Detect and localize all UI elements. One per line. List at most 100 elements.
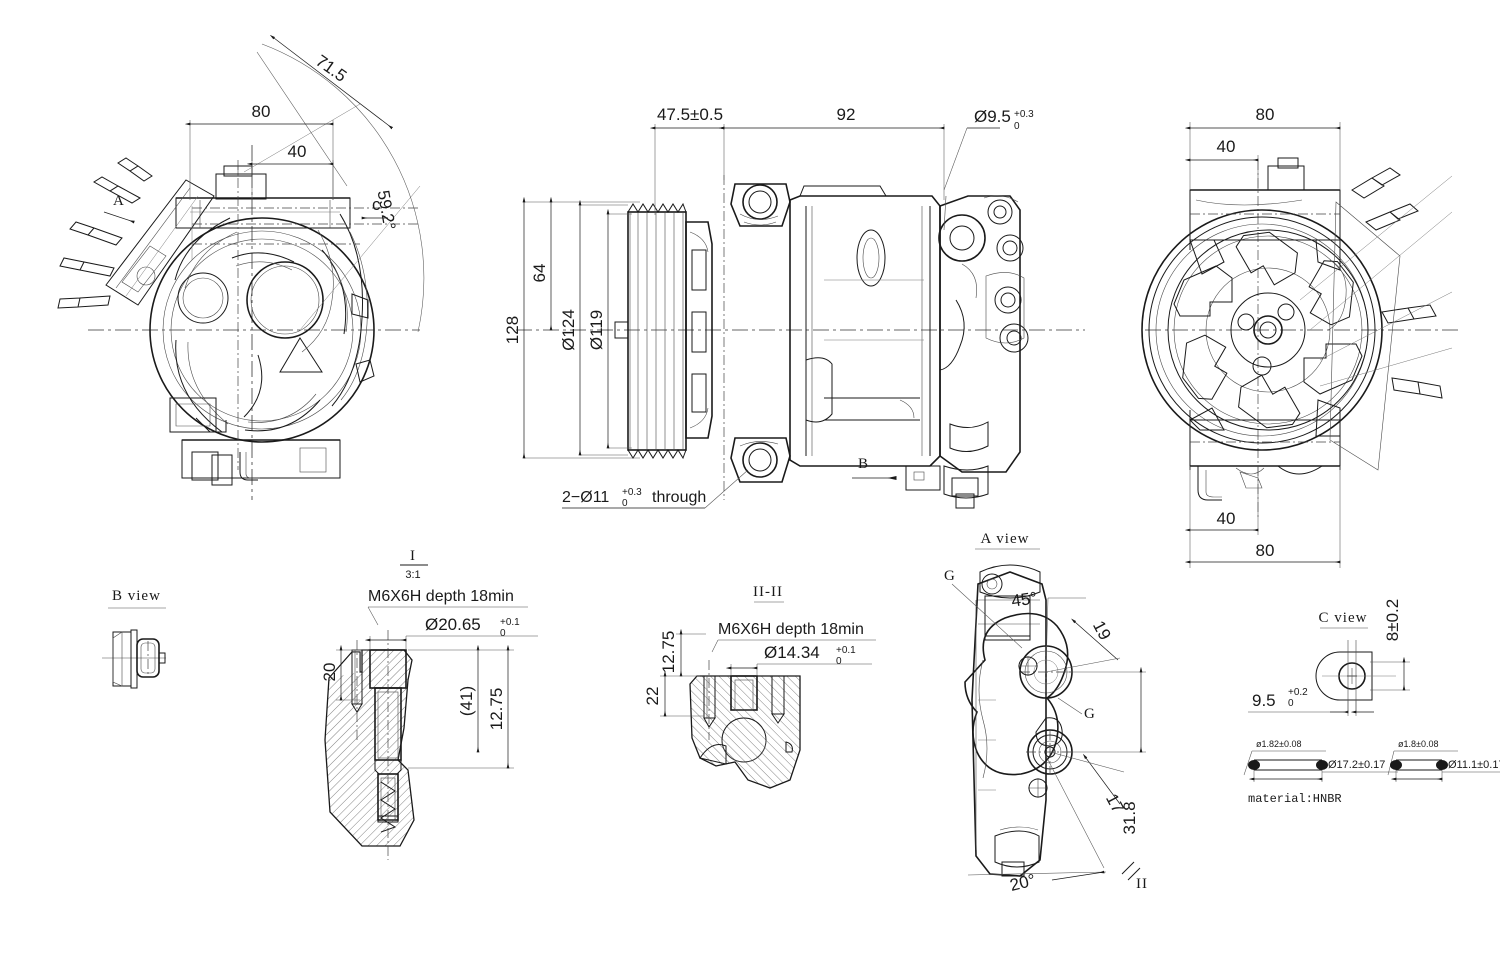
callout-base-14-34: Ø14.34: [764, 643, 820, 662]
dim-20-deg: 20°: [967, 755, 1107, 895]
dim-41: (41): [457, 644, 480, 753]
dim-label-92: 92: [837, 105, 856, 124]
dim-label-31-8: 31.8: [1120, 801, 1139, 834]
bolt-studs-right: [1351, 167, 1443, 399]
electrical-connector-tab: [905, 465, 941, 491]
callout-upper-9-5: +0.3: [1014, 109, 1034, 120]
section-label-A: A: [113, 193, 125, 209]
detail-ii-note-text: M6X6H depth 18min: [718, 621, 864, 638]
c-view-label: C view: [1319, 610, 1368, 626]
a-view-marker-G-top: G: [944, 568, 1023, 649]
upper-mount-lug: [730, 183, 791, 227]
a-view-body: [971, 564, 1047, 877]
dim-64: 64: [530, 196, 553, 331]
detail-i-label: I: [410, 548, 416, 564]
connector-bolt-block: [57, 157, 215, 309]
callout-upper-9-5-c: +0.2: [1288, 687, 1308, 698]
bolt-studs: [57, 157, 153, 309]
oring-specs: ø1.82±0.08 Ø17.2±0.17 material:HNBR ø1.8…: [1243, 739, 1500, 806]
oring-small: ø1.8±0.08 Ø11.1±0.17: [1387, 739, 1500, 782]
callout-9-5-c: 9.5 +0.2 0: [1248, 687, 1374, 716]
dim-label-40-top-right: 40: [1217, 137, 1236, 156]
bottom-mount-foot: [181, 439, 341, 486]
dim-label-47-5: 47.5±0.5: [657, 105, 723, 124]
callout-lower-20-65: 0: [500, 628, 506, 639]
lower-port-block: [169, 397, 227, 433]
dim-label-12-75-b: 12.75: [659, 631, 678, 674]
callout-lower-9-5: 0: [1014, 121, 1020, 132]
dim-label-80-left: 80: [252, 102, 271, 121]
callout-lower-9-5-c: 0: [1288, 698, 1294, 709]
dim-47-5: 47.5±0.5: [649, 105, 725, 215]
callout-lower-2x11: 0: [622, 498, 628, 509]
cylinder-body: [789, 185, 941, 467]
section-marker-c: c: [361, 195, 388, 220]
dim-label-22: 22: [643, 687, 662, 706]
dim-128: 128: [503, 196, 640, 459]
dim-124: Ø124: [559, 199, 628, 456]
dim-80-bottom-right: 80: [1184, 466, 1341, 568]
b-view-geometry: [102, 629, 166, 689]
a-view-section-marks: II: [1121, 861, 1148, 892]
callout-lower-14-34: 0: [836, 656, 842, 667]
section-marker-B: B: [852, 456, 897, 481]
dim-40-left: 40: [246, 142, 334, 200]
dim-label-40-bottom-right: 40: [1217, 509, 1236, 528]
oring-material: material:HNBR: [1248, 792, 1342, 806]
detail-i-scale: 3:1: [405, 569, 420, 581]
port-fittings: [983, 195, 1029, 353]
callout-2x11-through: 2−Ø11 +0.3 0 through: [562, 469, 749, 509]
bottom-oil-plug: [943, 465, 989, 509]
dim-label-41: (41): [457, 686, 476, 716]
a-view-label-G1: G: [944, 568, 956, 584]
rear-right-view: 80 40 40 80: [1141, 105, 1460, 568]
callout-14-34: Ø14.34 +0.1 0: [725, 643, 872, 676]
dim-92: 92: [718, 105, 945, 200]
a-view-marker-G-mid: G: [1057, 697, 1096, 722]
bolt-bank-right: [1299, 167, 1453, 471]
dim-22: 22: [643, 670, 704, 717]
callout-9-5: Ø9.5 +0.3 0: [943, 107, 1034, 191]
section-label-c: c: [372, 195, 381, 214]
section-label-B: B: [858, 456, 869, 472]
callout-base-9-5-c: 9.5: [1252, 691, 1276, 710]
b-view-label: B view: [112, 588, 161, 604]
construction-lines: [191, 103, 421, 470]
callout-upper-14-34: +0.1: [836, 645, 856, 656]
b-view-detail: B view: [102, 588, 166, 689]
dim-label-64: 64: [530, 264, 549, 283]
detail-ii-label: II-II: [753, 584, 783, 600]
a-view-label-II: II: [1136, 876, 1148, 892]
dim-45-deg: 45°: [1010, 588, 1086, 673]
dim-12-75-b: 12.75: [659, 628, 706, 677]
callout-upper-2x11: +0.3: [622, 487, 642, 498]
oring-small-cord: ø1.8±0.08: [1398, 739, 1438, 749]
pulley-face-circles: [1141, 209, 1383, 451]
valve-spring: [380, 781, 397, 833]
side-section-view: 47.5±0.5 92 Ø9.5 +0.3 0 128 64 Ø124 Ø1: [503, 105, 1085, 509]
detail-ii-thread-note: M6X6H depth 18min: [711, 621, 876, 653]
a-view-oil-plug: [994, 826, 1040, 877]
a-view-bolt-holes: [1018, 656, 1048, 798]
dim-20: 20: [320, 644, 368, 701]
dim-label-128: 128: [503, 316, 522, 344]
c-view-detail: C view 8±0.2 9.5 +0.2 0: [1248, 599, 1410, 716]
a-view-label: A view: [981, 531, 1030, 547]
oring-large-inner: Ø17.2±0.17: [1328, 759, 1385, 771]
dim-31-8: 31.8: [1058, 666, 1146, 835]
oring-large-cord: ø1.82±0.08: [1256, 739, 1301, 749]
dim-label-119: Ø119: [587, 310, 606, 350]
a-view-detail: A view: [944, 531, 1148, 895]
callout-upper-20-65: +0.1: [500, 617, 520, 628]
dim-label-8: 8±0.2: [1383, 599, 1402, 641]
callout-suffix-2x11: through: [652, 489, 706, 506]
dim-label-40-left: 40: [288, 142, 307, 161]
a-view-label-G2: G: [1084, 706, 1096, 722]
detail-ii-ii: II-II M6X6H depth 18min Ø14.34 +0.1 0: [643, 584, 876, 789]
dim-label-124: Ø124: [559, 309, 578, 351]
dim-8: 8±0.2: [1370, 599, 1410, 691]
right-flank-ribs: [331, 213, 375, 407]
callout-20-65: Ø20.65 +0.1 0: [364, 615, 538, 650]
